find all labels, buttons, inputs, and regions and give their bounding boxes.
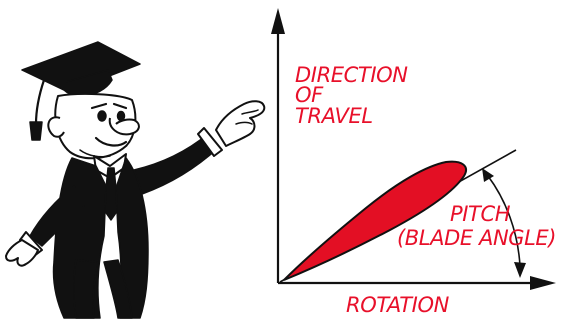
pitch-label-line1: PITCH [450, 202, 511, 226]
direction-label-line1: DIRECTION [295, 63, 408, 87]
pitch-angle-arc [487, 175, 521, 267]
pitch-label-line2: (BLADE ANGLE) [397, 226, 556, 250]
pitch-arc-arrowhead-top [482, 168, 494, 182]
pitch-arc-arrowhead-bottom [514, 262, 526, 278]
axes [271, 8, 556, 290]
y-axis-arrowhead [271, 8, 285, 34]
direction-label-line3: TRAVEL [295, 104, 373, 128]
airfoil-blade-icon [283, 160, 467, 281]
rotation-label: ROTATION [346, 293, 450, 317]
x-axis-arrowhead [530, 276, 556, 290]
professor-cartoon-icon [5, 41, 266, 319]
pitch-angle-indicator [482, 168, 526, 278]
direction-label-line2: OF [295, 83, 324, 107]
